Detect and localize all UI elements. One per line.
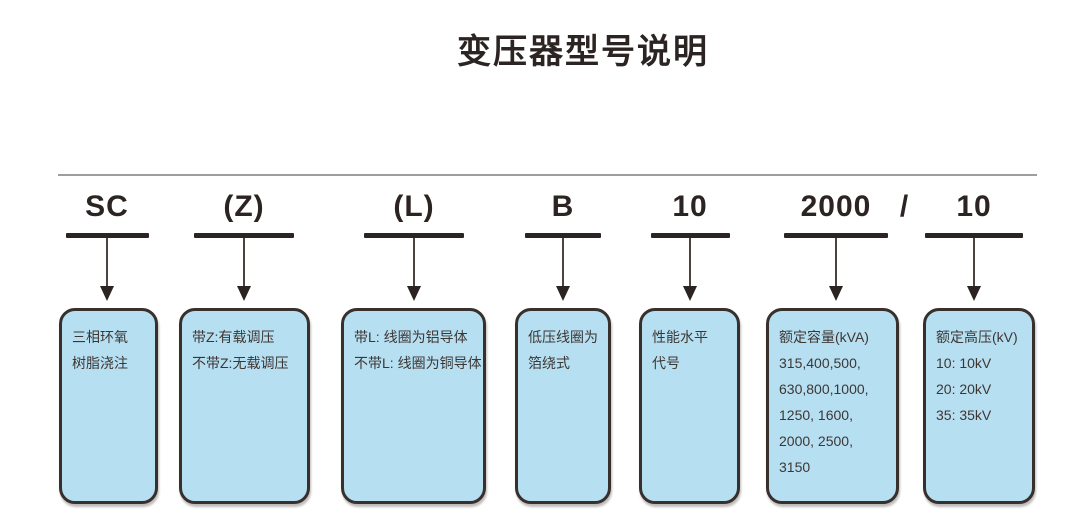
code-label: SC [85,190,129,223]
description-line: 额定高压(kV) [936,329,1018,345]
down-arrow-icon [967,286,981,301]
description-line: 2000, 2500, [779,433,853,449]
code-label: B [551,190,575,223]
code-label: (Z) [223,190,265,223]
description-line: 带Z:有载调压 [192,329,275,345]
description-line: 额定容量(kVA) [779,329,869,345]
code-underline [65,233,149,238]
code-underline [650,233,730,238]
description-line: 20: 20kV [936,381,992,397]
description-box: 额定高压(kV) 10: 10kV 20: 20kV 35: 35kV [923,308,1035,504]
header-divider-line [58,174,1037,176]
code-label: (L) [393,190,435,223]
down-arrow-icon [829,286,843,301]
description-line: 630,800,1000, [779,381,869,397]
down-arrow-icon [556,286,570,301]
description-line: 3150 [779,459,811,475]
description-line: 树脂浇注 [72,355,128,371]
description-line: 不带L: 线圈为铜导体 [354,355,482,371]
code-underline [364,233,464,238]
description-line: 代号 [652,355,680,371]
description-line: 低压线圈为 [528,329,598,345]
down-arrow-line [689,238,691,288]
description-line: 三相环氧 [72,329,128,345]
code-underline [525,233,601,238]
code-label: 10 [956,190,992,223]
description-box: 带L: 线圈为铝导体不带L: 线圈为铜导体 [341,308,486,504]
down-arrow-line [413,238,415,288]
description-box: 低压线圈为箔绕式 [515,308,611,504]
down-arrow-line [973,238,975,288]
description-line: 10: 10kV [936,355,992,371]
code-underline [194,233,294,238]
description-line: 带L: 线圈为铝导体 [354,329,468,345]
description-box: 带Z:有载调压不带Z:无载调压 [179,308,310,504]
down-arrow-line [835,238,837,288]
description-line: 不带Z:无载调压 [192,355,289,371]
description-box: 性能水平代号 [639,308,740,504]
description-line: 35: 35kV [936,407,992,423]
down-arrow-line [562,238,564,288]
code-underline [784,233,888,238]
down-arrow-icon [100,286,114,301]
down-arrow-line [243,238,245,288]
description-line: 箔绕式 [528,355,570,371]
description-line: 性能水平 [652,329,708,345]
down-arrow-icon [683,286,697,301]
down-arrow-line [106,238,108,288]
description-box: 额定容量(kVA) 315,400,500, 630,800,1000, 1250, … [766,308,899,504]
description-line: 315,400,500, [779,355,861,371]
description-box: 三相环氧树脂浇注 [59,308,158,504]
code-label: 2000 [800,190,872,223]
down-arrow-icon [237,286,251,301]
page-title: 变压器型号说明 [457,33,709,71]
down-arrow-icon [407,286,421,301]
description-line: 1250, 1600, [779,407,853,423]
code-separator-slash: / [899,190,909,223]
code-label: 10 [672,190,708,223]
code-underline [925,233,1023,238]
